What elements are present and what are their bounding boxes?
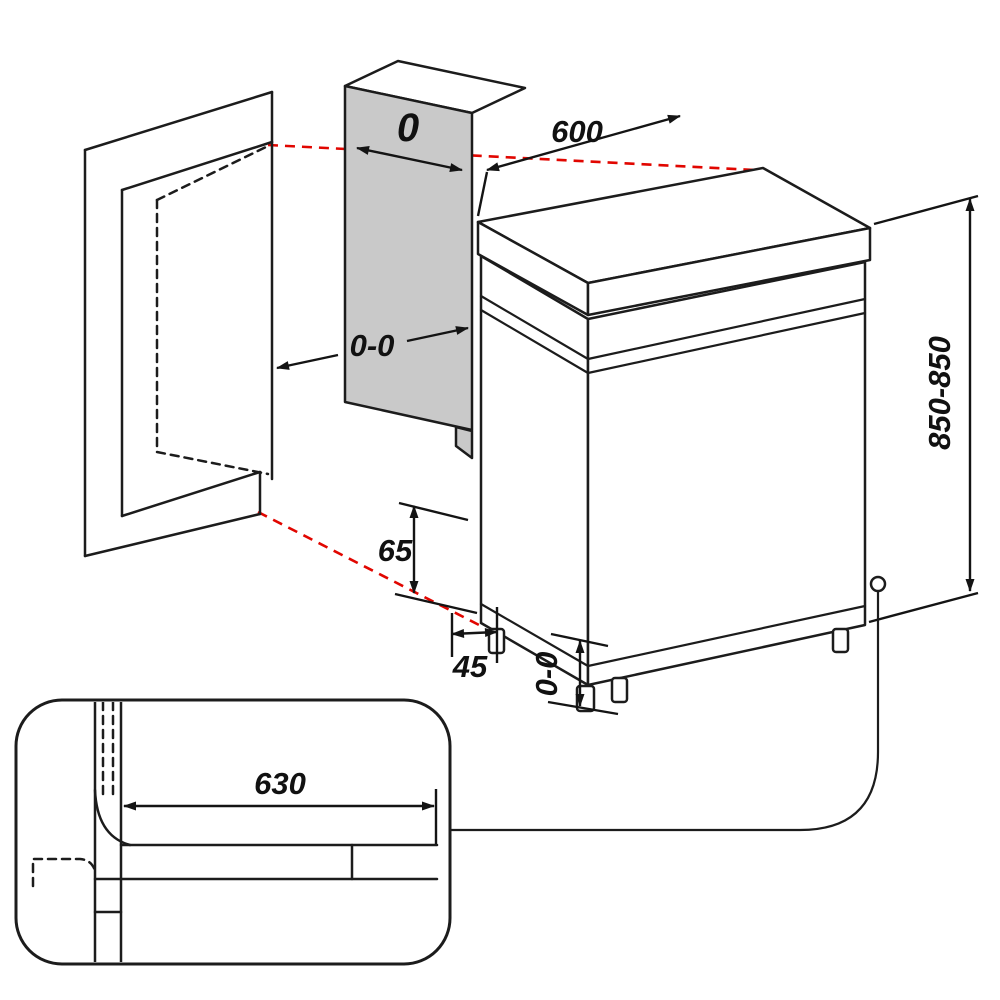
foot-side-left [610, 676, 629, 704]
foot-range-dimension: 0-0 [529, 632, 619, 716]
callout-marker-circle [869, 575, 887, 593]
base-recess-dimension: 45 [450, 607, 499, 684]
width-dimension: 600 [476, 114, 681, 217]
foot-side-right [831, 627, 850, 654]
top-gap-dimension-label: 0 [397, 106, 419, 150]
foot-adjust-dimension-label: 65 [378, 533, 413, 568]
detail-inset: 630 [14, 698, 452, 966]
height-dimension: 850-850 [868, 194, 979, 624]
dishwasher-side-face [586, 260, 867, 687]
side-clearance-dimension: 0-0 [276, 326, 469, 370]
side-panel-drawing [343, 59, 527, 460]
dishwasher-worktop-edge-right [586, 226, 872, 317]
hinge-hidden-outline [31, 857, 97, 888]
cabinet-niche-drawing [83, 90, 274, 558]
top-gap-dimension: 0 [356, 106, 463, 172]
detail-inset-content: 630 [31, 702, 439, 962]
foot-adjust-dimension: 65 [378, 501, 478, 615]
width-dimension-label: 600 [551, 114, 603, 149]
depth-dimension: 630 [123, 766, 438, 844]
depth-dimension-label: 630 [254, 766, 306, 801]
dishwasher-drawing [476, 166, 872, 713]
red-guide-line-bottom [257, 510, 484, 629]
height-dimension-label: 850-850 [922, 336, 957, 450]
base-recess-dimension-label: 45 [452, 649, 488, 684]
door-corner-curve [93, 788, 132, 847]
side-clearance-dimension-label: 0-0 [350, 328, 395, 363]
side-panel-foot [454, 425, 474, 460]
callout-connector [448, 575, 887, 832]
control-band-line [479, 294, 590, 361]
detail-inset-frame [14, 698, 452, 966]
red-guide-line-top [267, 143, 756, 172]
foot-range-dimension-label: 0-0 [529, 652, 564, 697]
